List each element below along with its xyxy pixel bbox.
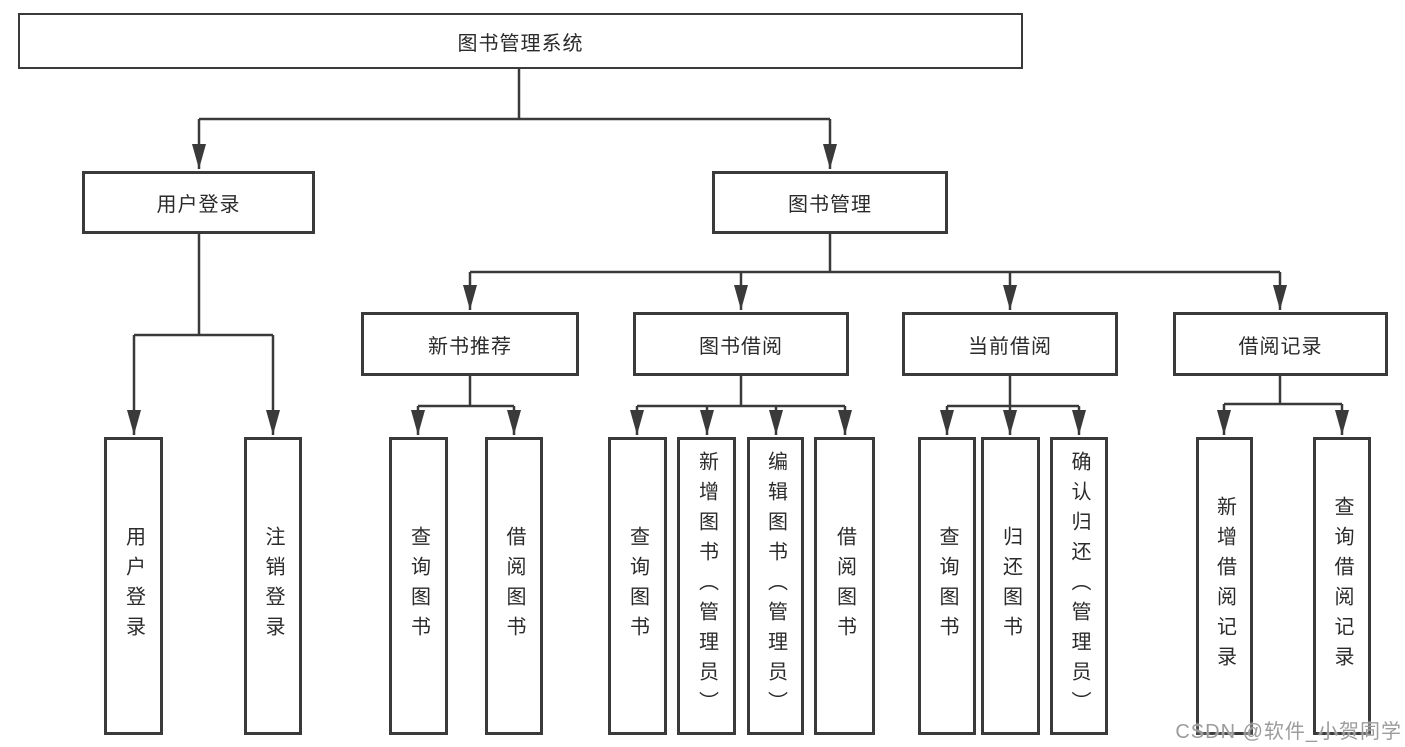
node-label: 新增图书（管理员） bbox=[695, 451, 718, 721]
node-label: 借阅记录 bbox=[1238, 335, 1323, 358]
node-label: 借阅图书 bbox=[833, 526, 856, 646]
node-library-management-system: 图书管理系统 bbox=[18, 13, 1023, 69]
connector-skeleton bbox=[134, 69, 1342, 408]
node-user-login: 用户登录 bbox=[82, 171, 315, 234]
node-label: 查询借阅记录 bbox=[1331, 496, 1353, 676]
node-label: 图书管理 bbox=[788, 194, 872, 216]
node-book-borrowing: 图书借阅 bbox=[633, 312, 849, 376]
leaf-confirm-return-admin: 确认归还（管理员） bbox=[1050, 437, 1108, 735]
node-new-book-recommend: 新书推荐 bbox=[361, 312, 579, 376]
leaf-return-book: 归还图书 bbox=[981, 437, 1040, 735]
node-label: 归还图书 bbox=[999, 526, 1022, 646]
node-label: 查询图书 bbox=[407, 526, 430, 646]
node-label: 编辑图书（管理员） bbox=[764, 451, 787, 721]
leaf-add-book-admin: 新增图书（管理员） bbox=[677, 437, 736, 735]
node-current-borrowing: 当前借阅 bbox=[902, 312, 1118, 376]
node-label: 用户登录 bbox=[156, 194, 241, 216]
leaf-logout: 注销登录 bbox=[244, 437, 302, 735]
leaf-borrow-books: 借阅图书 bbox=[814, 437, 875, 735]
node-label: 查询图书 bbox=[626, 526, 649, 646]
node-label: 借阅图书 bbox=[503, 526, 525, 646]
node-label: 注销登录 bbox=[262, 526, 284, 646]
node-label: 用户登录 bbox=[122, 526, 145, 646]
node-borrowing-records: 借阅记录 bbox=[1173, 312, 1388, 376]
leaf-query-books-current: 查询图书 bbox=[918, 437, 976, 735]
leaf-borrow-books-recommend: 借阅图书 bbox=[485, 437, 543, 735]
leaf-user-login: 用户登录 bbox=[104, 437, 163, 735]
node-label: 新增借阅记录 bbox=[1213, 496, 1236, 676]
node-label: 查询图书 bbox=[936, 526, 958, 646]
node-label: 图书借阅 bbox=[699, 335, 783, 358]
leaf-query-borrow-record: 查询借阅记录 bbox=[1313, 437, 1371, 735]
node-label: 图书管理系统 bbox=[457, 32, 584, 55]
node-book-management: 图书管理 bbox=[712, 171, 948, 234]
node-label: 当前借阅 bbox=[968, 335, 1052, 358]
node-label: 新书推荐 bbox=[428, 335, 512, 358]
leaf-add-borrow-record: 新增借阅记录 bbox=[1196, 437, 1253, 735]
leaf-query-books-recommend: 查询图书 bbox=[389, 437, 448, 735]
leaf-query-books-borrow: 查询图书 bbox=[608, 437, 667, 735]
csdn-watermark: CSDN @软件_小贺同学 bbox=[1175, 721, 1402, 743]
leaf-edit-book-admin: 编辑图书（管理员） bbox=[747, 437, 804, 735]
node-label: 确认归还（管理员） bbox=[1068, 451, 1090, 721]
